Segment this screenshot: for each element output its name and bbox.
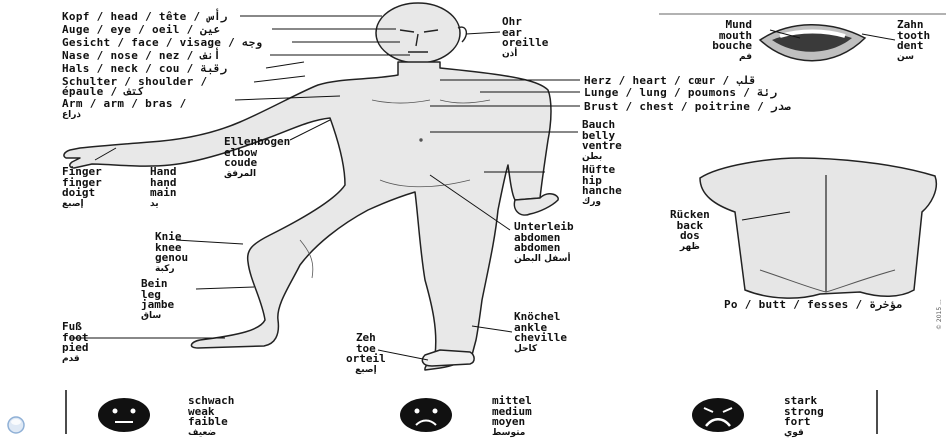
- left-foot-shape: [422, 350, 474, 366]
- medium-pain-face-icon: [398, 396, 454, 434]
- navel-dot: [420, 139, 423, 142]
- label-heart: Herz / heart / cœur / قلب: [584, 75, 756, 86]
- back-figure: [700, 158, 936, 298]
- label-face: Gesicht / face / visage / وجه: [62, 37, 262, 48]
- weak-pain-face-icon: [96, 396, 152, 434]
- label-neck: Hals / neck / cou / رقبة: [62, 63, 227, 74]
- label-arm-line2: ذراع: [62, 110, 81, 121]
- circle-button-icon[interactable]: [6, 414, 26, 434]
- label-lung: Lunge / lung / poumons / رئة: [584, 87, 777, 98]
- label-head: Kopf / head / tête / رأس: [62, 11, 227, 22]
- head-shape: [376, 3, 460, 63]
- label-chest: Brust / chest / poitrine / صدر: [584, 101, 791, 112]
- label-arm-line1: Arm / arm / bras /: [62, 98, 187, 109]
- mouth-closeup: [760, 25, 865, 61]
- copyright-note: © 2015 ...: [936, 299, 943, 330]
- strong-pain-face-icon: [690, 396, 746, 434]
- label-shoulder-line2: épaule / كتف: [62, 86, 144, 97]
- label-eye: Auge / eye / oeil / عين: [62, 24, 220, 35]
- label-nose: Nase / nose / nez / أنف: [62, 50, 220, 61]
- label-butt: Po / butt / fesses / مؤخرة: [724, 299, 903, 310]
